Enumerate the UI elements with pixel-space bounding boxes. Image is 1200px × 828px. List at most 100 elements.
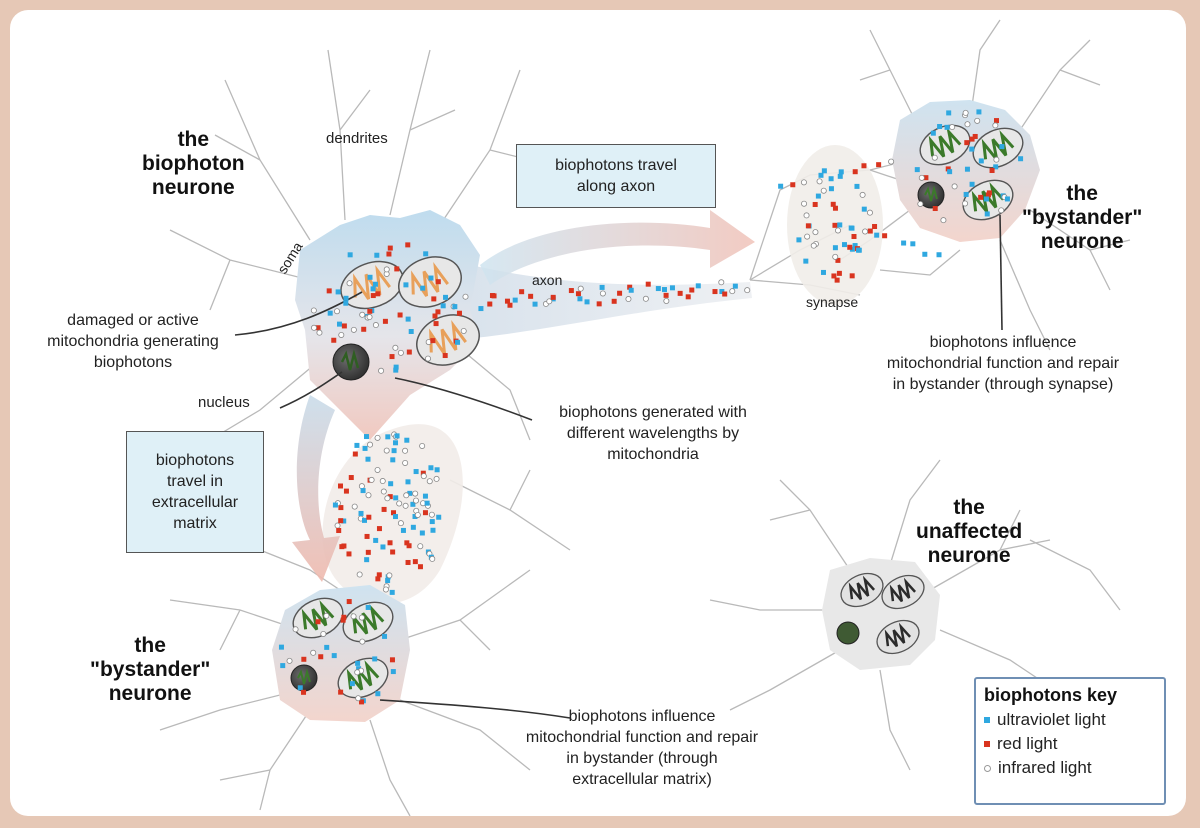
biophoton-dot <box>803 212 810 219</box>
biophoton-dot <box>365 492 372 499</box>
biophoton-dot <box>852 169 858 175</box>
biophoton-dot <box>410 524 416 530</box>
biophoton-dot <box>380 544 386 550</box>
biophoton-dot <box>393 440 399 446</box>
biophoton-dot <box>383 447 390 454</box>
biophoton-dot <box>310 649 317 656</box>
biophoton-dot <box>940 217 947 224</box>
biophoton-dot <box>946 110 952 116</box>
biophoton-dot <box>326 288 332 294</box>
biophoton-dot <box>393 367 399 373</box>
biophoton-dot <box>837 222 843 228</box>
biophoton-dot <box>349 681 355 687</box>
biophoton-dot <box>816 178 823 185</box>
unaffected-soma <box>822 558 940 670</box>
biophoton-dot <box>343 295 349 301</box>
biophoton-dot <box>383 266 390 273</box>
biophoton-dot <box>434 467 440 473</box>
biophoton-dot <box>978 194 984 200</box>
biophoton-dot <box>944 124 950 130</box>
biophoton-dot <box>384 495 391 502</box>
biophoton-dot <box>931 154 938 161</box>
biophoton-dot <box>351 503 358 510</box>
biophoton-dot <box>874 232 880 238</box>
biophoton-dot <box>901 240 907 246</box>
biophoton-dot <box>331 653 337 659</box>
biophoton-dot <box>866 209 873 216</box>
biophoton-dot <box>836 270 842 276</box>
biophoton-dot <box>361 326 367 332</box>
biophoton-dot <box>397 520 404 527</box>
biophoton-dot <box>397 312 403 318</box>
biophoton-dot <box>338 483 344 489</box>
biophoton-dot <box>744 287 751 294</box>
note-damaged-mitochondria: damaged or active mitochondria generatin… <box>47 312 219 371</box>
label-synapse: synapse <box>806 294 859 310</box>
biophoton-dot <box>392 344 399 351</box>
biophoton-dot <box>972 133 978 139</box>
biophoton-dot <box>930 130 936 136</box>
biophoton-dot <box>402 447 409 454</box>
unaffected-nucleus <box>836 621 860 645</box>
biophoton-dot <box>400 527 406 533</box>
biophoton-dot <box>394 266 400 272</box>
biophoton-dot <box>365 604 371 610</box>
biophoton-dot <box>430 338 436 344</box>
biophoton-dot <box>364 557 370 563</box>
biophoton-dot <box>969 146 975 152</box>
biophoton-dot <box>835 257 841 263</box>
biophoton-dot <box>834 277 840 283</box>
biophoton-dot <box>405 479 411 485</box>
biophoton-dot <box>519 289 525 295</box>
biophoton-dot <box>851 234 857 240</box>
biophoton-dot <box>849 246 855 252</box>
biophoton-dot <box>385 434 391 440</box>
biophoton-dot <box>367 274 373 280</box>
biophoton-dot <box>360 488 366 494</box>
biophoton-dot <box>338 331 345 338</box>
biophoton-dot <box>577 285 584 292</box>
biophoton-dot <box>599 284 605 290</box>
biophoton-dot <box>379 478 386 485</box>
biophoton-dot <box>387 494 393 500</box>
biophoton-dot <box>645 281 651 287</box>
biophoton-dot <box>297 685 303 691</box>
biophoton-dot <box>392 514 398 520</box>
biophoton-dot <box>852 243 858 249</box>
biophoton-dot <box>820 187 827 194</box>
biophoton-dot <box>812 229 819 236</box>
biophoton-dot <box>423 251 429 257</box>
biophoton-dot <box>388 481 394 487</box>
biophoton-dot <box>412 559 418 565</box>
biophoton-dot <box>947 169 953 175</box>
biophoton-dot <box>862 228 869 235</box>
biophoton-dot <box>382 318 388 324</box>
biophoton-dot <box>417 543 424 550</box>
biophoton-dot <box>410 501 416 507</box>
mitochondria-unaffected <box>840 572 925 655</box>
biophoton-dot <box>611 298 617 304</box>
biophoton-dot <box>414 511 421 518</box>
biophoton-dot <box>372 322 379 329</box>
biophoton-dot <box>366 314 373 321</box>
biophoton-dot <box>368 476 375 483</box>
biophoton-dot <box>550 294 556 300</box>
biophoton-dot <box>341 614 347 620</box>
biophoton-dot <box>790 182 796 188</box>
biophoton-dot <box>358 483 365 490</box>
biophoton-dot <box>685 294 691 300</box>
biophoton-dot <box>812 201 818 207</box>
biophoton-dot <box>914 167 920 173</box>
biophoton-dot <box>828 186 834 192</box>
biophoton-dot <box>821 168 827 174</box>
biophoton-dot <box>810 242 817 249</box>
biophoton-dot <box>280 663 286 669</box>
biophoton-dot <box>429 555 436 562</box>
biophoton-dot <box>452 304 458 310</box>
biophoton-dot <box>422 510 428 516</box>
biophoton-dot <box>832 205 838 211</box>
biophoton-dot <box>993 156 1000 163</box>
biophoton-dot <box>847 244 853 250</box>
biophoton-dot <box>387 245 393 251</box>
biophoton-dot <box>335 289 341 295</box>
